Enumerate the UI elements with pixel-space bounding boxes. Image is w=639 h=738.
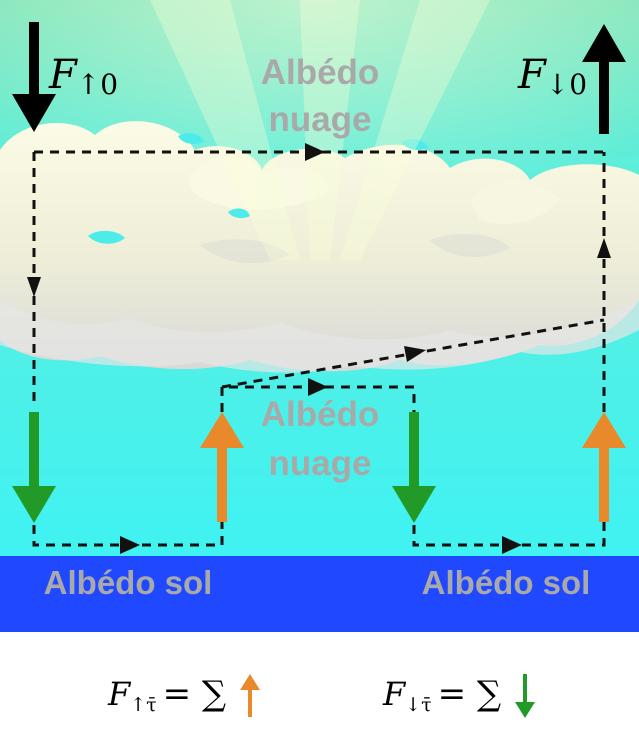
ground-albedo-label-left: Albédo sol (44, 564, 213, 601)
path-left-arrowhead (27, 277, 41, 297)
incoming-flux-arrow (12, 22, 56, 132)
path-mid-arrowhead (308, 378, 328, 396)
path-bottom-right-arrowhead (502, 536, 522, 554)
path-diagonal-arrowhead (404, 346, 426, 362)
equation-down: F↓τ̄= ∑ (382, 674, 535, 718)
cloud-albedo-label-top: Albédo (261, 53, 380, 92)
photon-paths (27, 143, 611, 554)
cloud-gap (228, 208, 250, 219)
up-flux-arrow-left (200, 412, 244, 522)
path-top-arrowhead (305, 143, 325, 161)
path-right-arrowhead (597, 238, 611, 258)
cloud-albedo-label-top-line2: nuage (268, 100, 371, 139)
equation-up-orange-arrow-icon (240, 674, 260, 717)
ground-albedo-label-right: Albédo sol (422, 564, 591, 601)
down-flux-arrow-right (392, 412, 436, 523)
cloud-gap (178, 133, 204, 144)
cloud-layer (0, 121, 639, 373)
equation-down-green-arrow-icon (515, 674, 535, 718)
svg-text:F↑τ̄= ∑: F↑τ̄= ∑ (107, 674, 226, 716)
equation-up: F↑τ̄= ∑ (107, 674, 260, 717)
outgoing-flux-arrow (582, 24, 626, 134)
cloud-gap (88, 230, 125, 244)
incoming-flux-label: F↑0 (48, 52, 118, 101)
svg-text:F↓τ̄= ∑: F↓τ̄= ∑ (382, 674, 501, 716)
sun-rays (150, 0, 490, 260)
cloud-albedo-label-mid: Albédo (261, 395, 380, 434)
outgoing-flux-label: F↓0 (517, 52, 587, 101)
ground-band (0, 556, 639, 632)
cloud-albedo-label-mid-line2: nuage (268, 444, 371, 483)
up-flux-arrow-right (582, 412, 626, 522)
path-bottom-left-arrowhead (120, 536, 140, 554)
cloud-gap (402, 139, 428, 150)
down-flux-arrow-left (12, 412, 56, 523)
